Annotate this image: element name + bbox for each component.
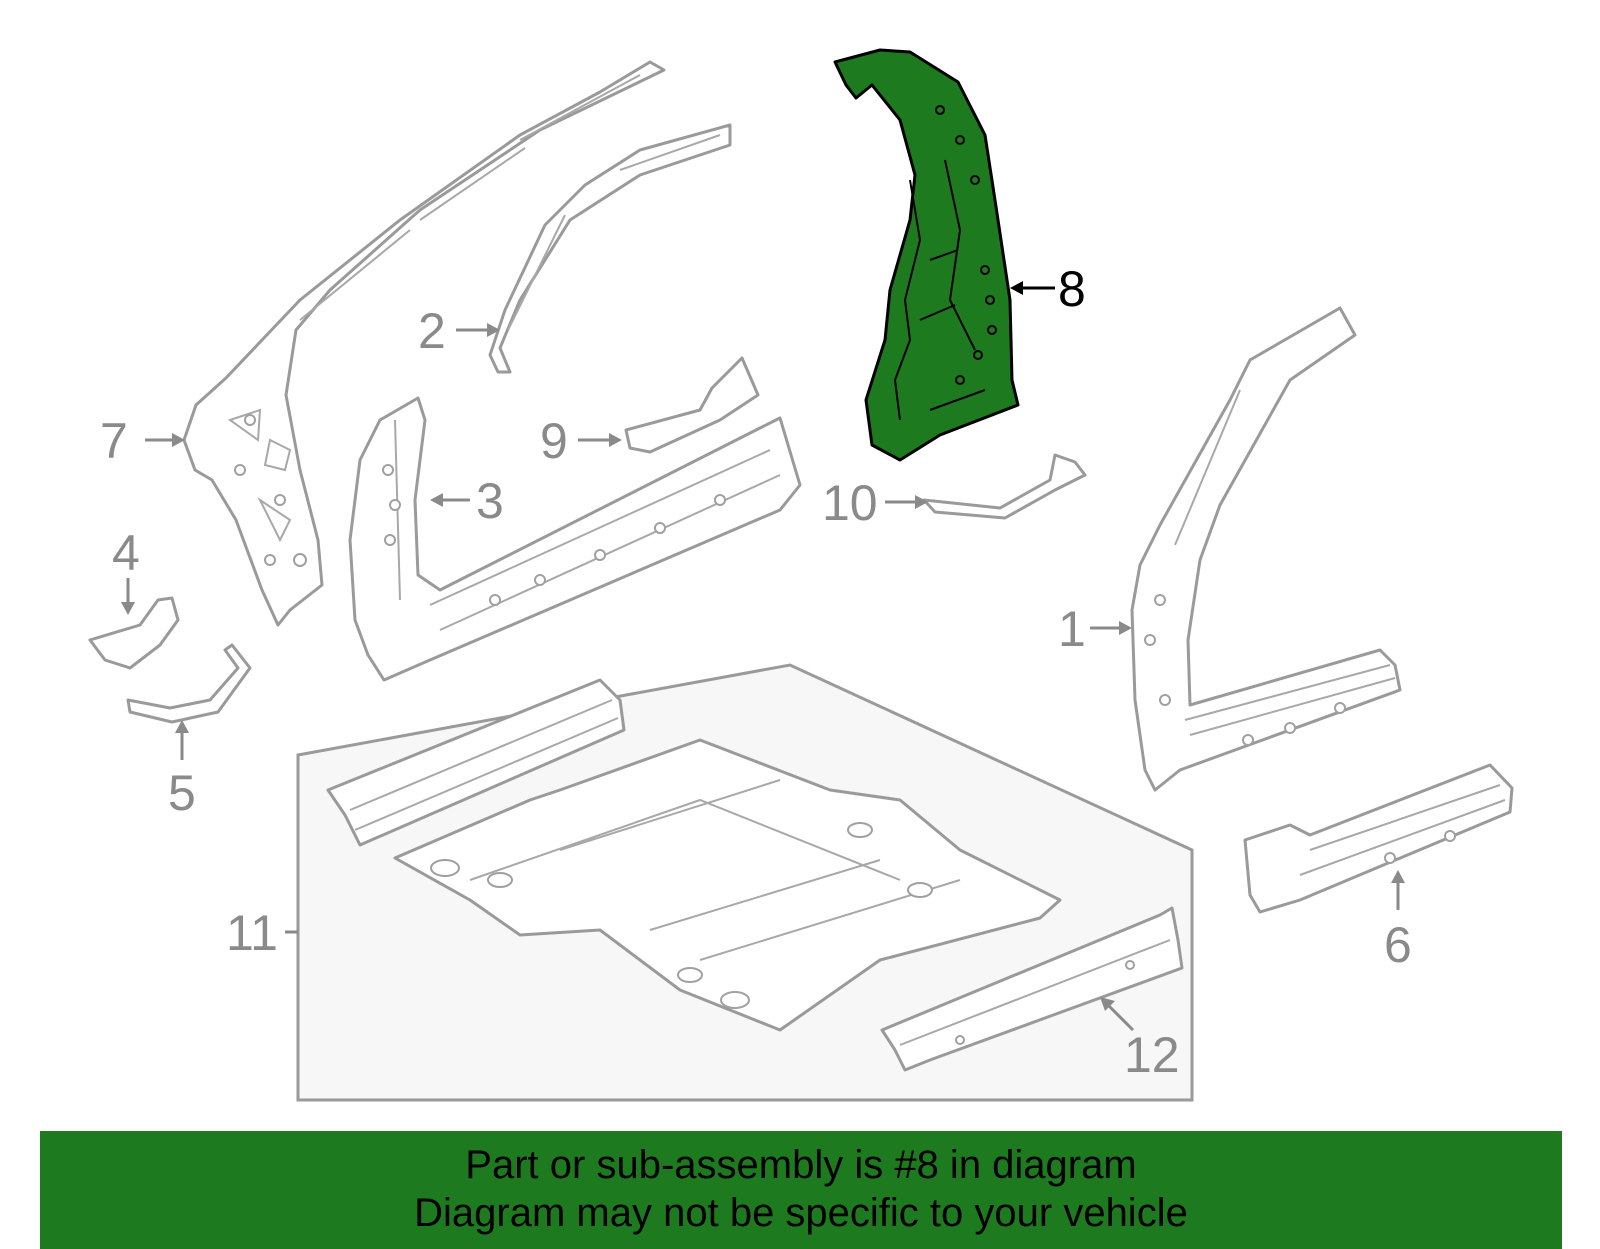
callout-9: 9 [540, 413, 568, 469]
callout-3: 3 [476, 473, 504, 529]
part-9-bracket[interactable] [624, 356, 760, 454]
callout-4: 4 [112, 525, 140, 581]
part-12-rear-cross-member[interactable] [880, 906, 1184, 1072]
callout-6: 6 [1384, 917, 1412, 973]
callout-5: 5 [168, 765, 196, 821]
callout-12: 12 [1124, 1027, 1180, 1083]
banner-line-2: Diagram may not be specific to your vehi… [414, 1191, 1188, 1235]
part-11-floor-pan-group[interactable] [296, 663, 1194, 1102]
part-6-rear-rocker[interactable] [1243, 763, 1514, 914]
callout-2: 2 [418, 303, 446, 359]
callout-11: 11 [226, 905, 278, 961]
info-banner: Part or sub-assembly is #8 in diagram Di… [40, 1131, 1562, 1249]
part-5-rod[interactable] [126, 643, 252, 724]
part-10-rod-bracket[interactable] [922, 453, 1087, 520]
part-1-outer-side-panel[interactable] [1130, 306, 1402, 792]
callout-arrows [121, 281, 1405, 1032]
part-8-center-pillar[interactable] [833, 48, 1020, 462]
callout-labels: 7 2 3 4 5 9 8 10 1 6 11 12 [100, 261, 1412, 1083]
part-7-pillar-assembly[interactable] [182, 60, 666, 627]
part-4-small-bracket[interactable] [88, 596, 180, 670]
callout-10: 10 [822, 475, 878, 531]
part-2-inner-rail[interactable] [488, 123, 732, 374]
banner-line-1: Part or sub-assembly is #8 in diagram [465, 1143, 1137, 1187]
callout-7: 7 [100, 413, 128, 469]
callout-1: 1 [1058, 601, 1086, 657]
callout-8: 8 [1058, 261, 1086, 317]
part-3-pillar-rocker[interactable] [348, 396, 802, 682]
